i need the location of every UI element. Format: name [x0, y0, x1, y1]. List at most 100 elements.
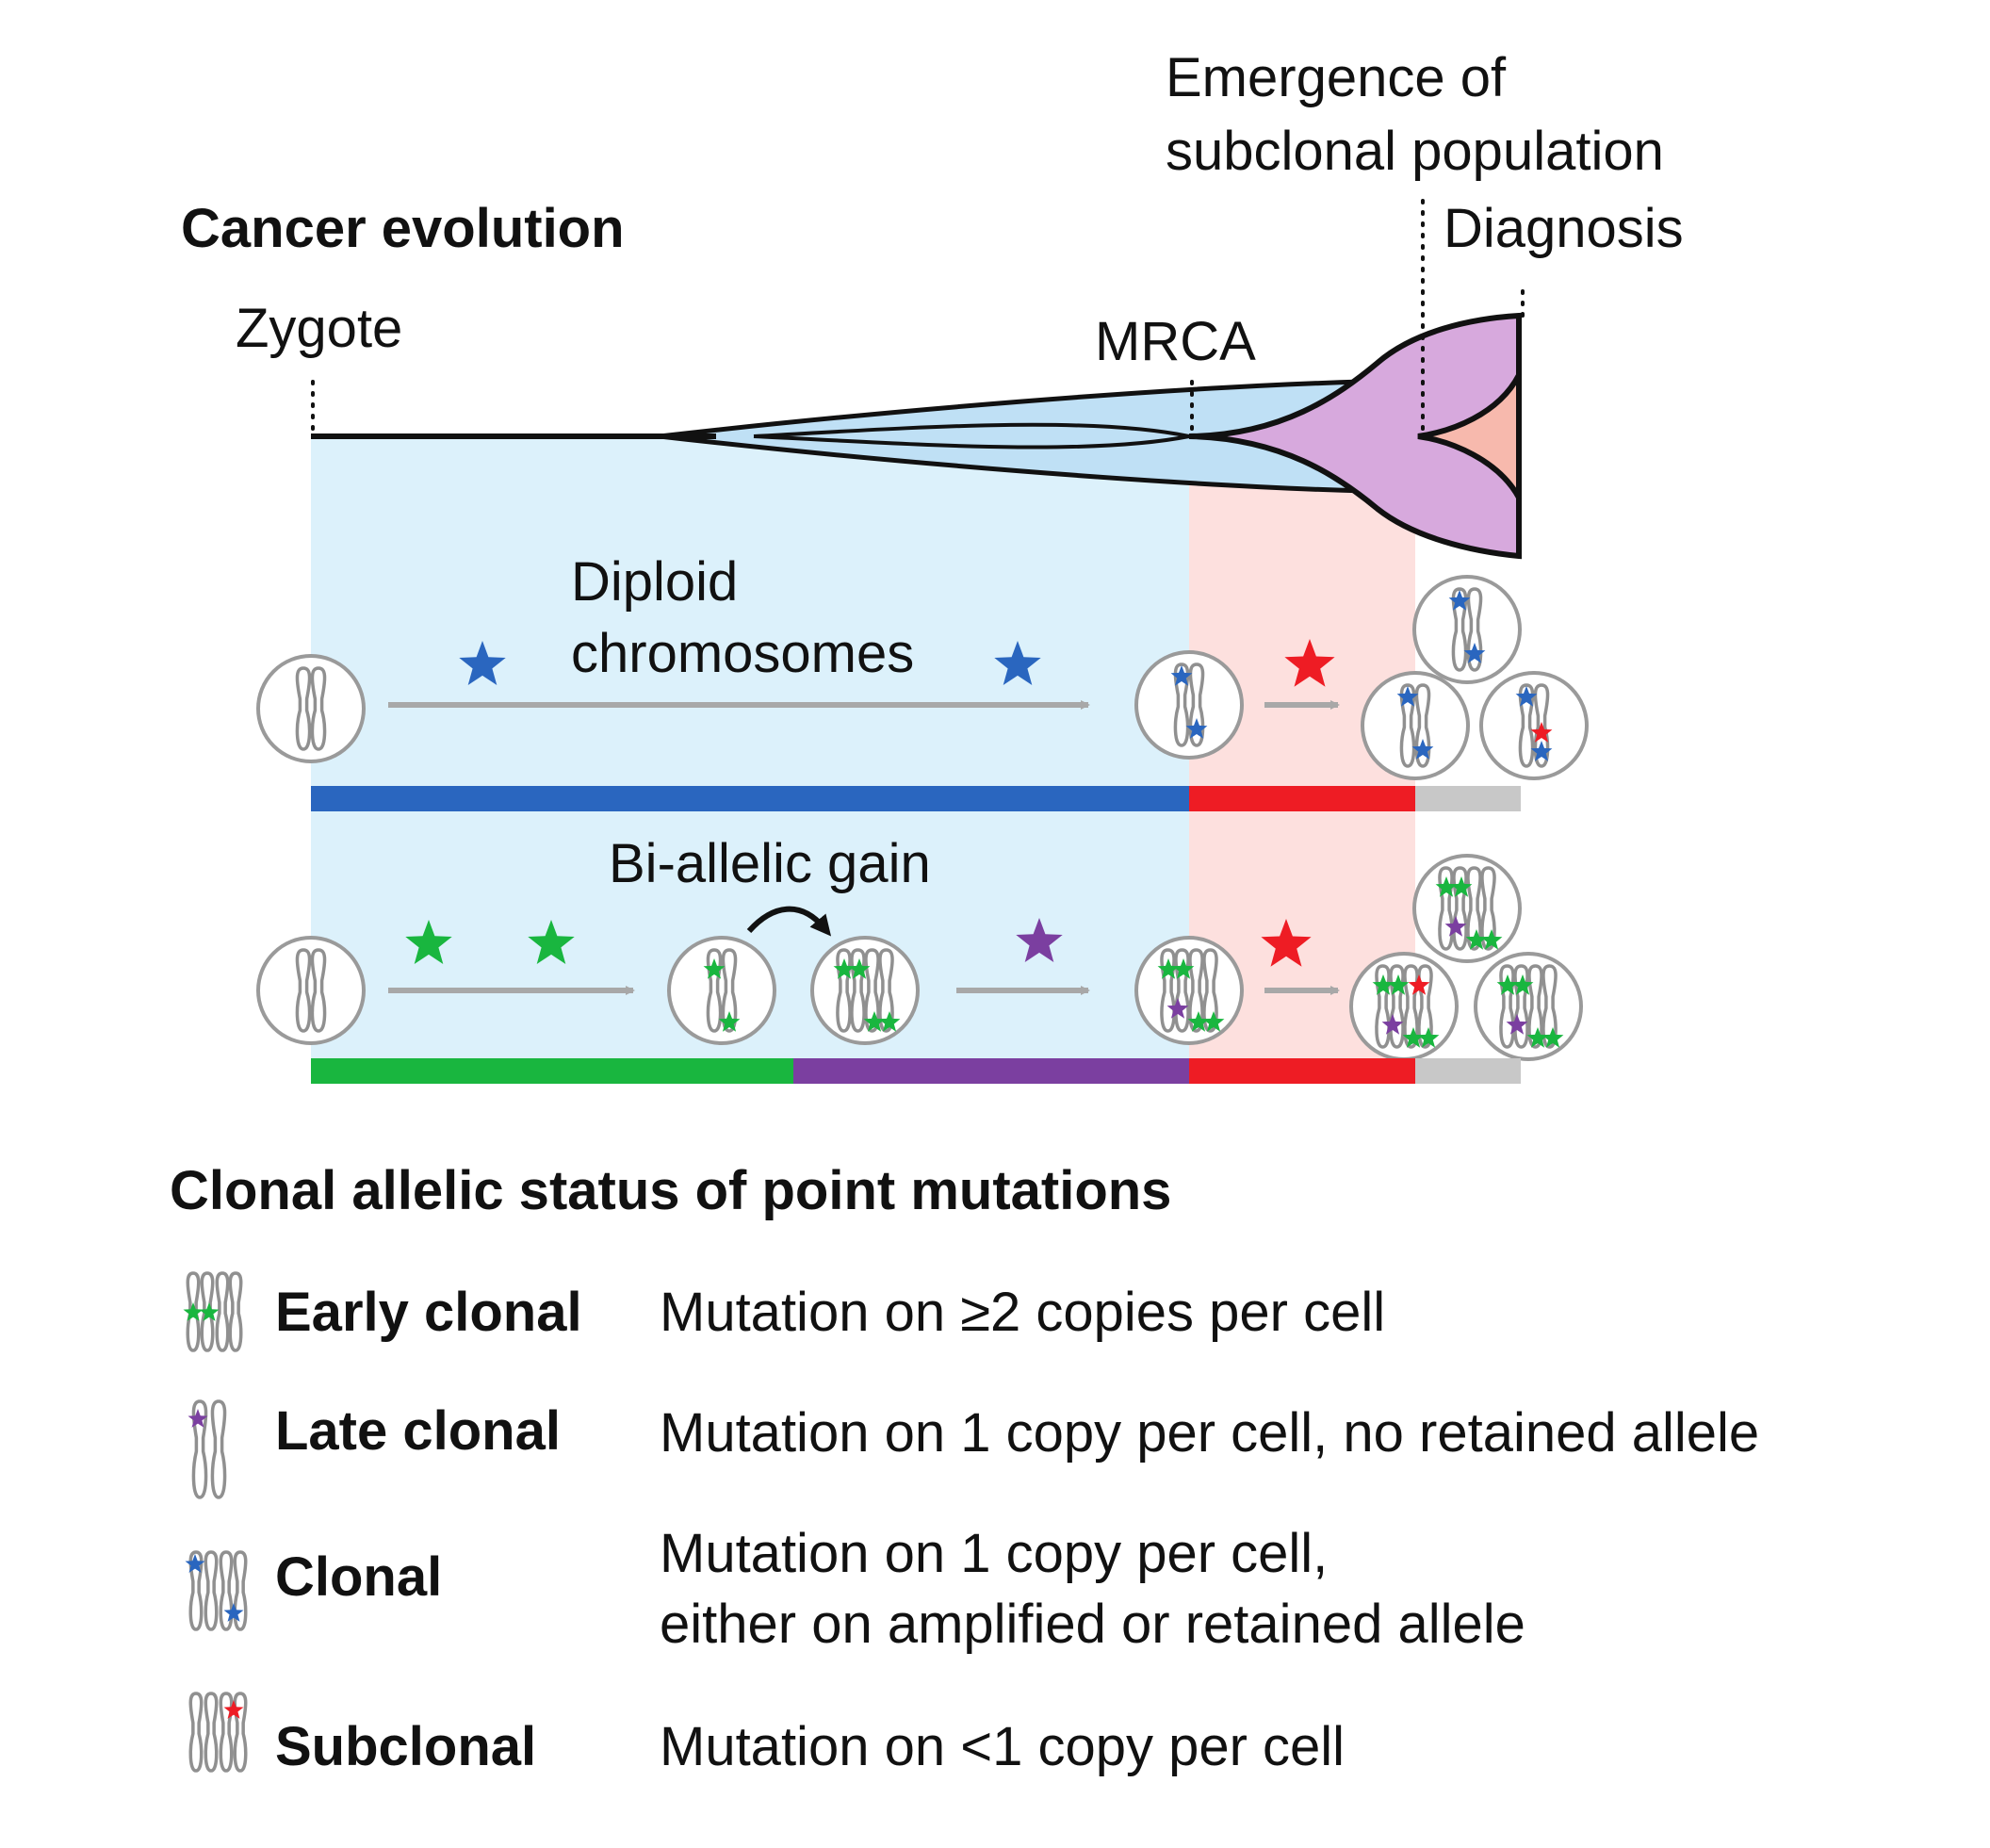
cell-membrane	[256, 936, 366, 1045]
chromosome	[204, 1692, 219, 1773]
legend-item-desc: Mutation on <1 copy per cell	[660, 1716, 1345, 1777]
cell-membrane	[1474, 952, 1583, 1061]
legend-item-desc: Mutation on ≥2 copies per cell	[660, 1282, 1385, 1343]
mutation-star	[718, 1011, 741, 1032]
zygote-label: Zygote	[236, 298, 402, 359]
mutation-star	[1187, 1011, 1210, 1032]
mutation-star	[1511, 974, 1534, 995]
chromosome-pair-two-mutations-icon	[183, 1271, 243, 1352]
chromosome	[310, 666, 327, 751]
mutation-star	[1411, 739, 1434, 760]
emergence-label: subclonal population	[1166, 121, 1664, 182]
diagram-title: Cancer evolution	[181, 198, 625, 259]
chromosome	[295, 666, 312, 751]
late-clonal-mutation-star	[1016, 918, 1063, 962]
duplication-arrow	[746, 906, 832, 937]
subclonal-mutation-star	[1261, 919, 1312, 967]
chromosome	[1513, 964, 1529, 1049]
late-clonal-mutation-star	[1016, 918, 1063, 962]
mutation-star	[1480, 929, 1503, 950]
early-clonal-bar	[311, 1058, 793, 1084]
mutation-star	[1448, 590, 1471, 611]
mutation-star	[878, 1011, 901, 1032]
early-clonal-mutation-star	[528, 920, 575, 964]
subclonal-bar	[1189, 786, 1415, 811]
cell-membrane	[256, 654, 366, 763]
legend: Clonal allelic status of point mutations…	[170, 1160, 1759, 1777]
chromosome	[1399, 683, 1416, 768]
cell	[1479, 671, 1589, 780]
early-clonal-mutation-star	[199, 1302, 220, 1321]
cell-membrane	[1134, 936, 1244, 1045]
mutation-star	[833, 958, 856, 979]
cell	[256, 654, 366, 763]
chromosome-single-mutation-icon	[188, 1399, 227, 1499]
chromosome	[204, 1550, 219, 1631]
chromosome	[210, 1399, 227, 1499]
mutation-star	[1372, 974, 1395, 995]
chromosome	[215, 1271, 230, 1352]
mutation-star	[1530, 741, 1553, 761]
mutation-star	[848, 958, 871, 979]
cell-membrane	[1134, 650, 1244, 760]
chromosome	[850, 948, 866, 1033]
chromosome	[1188, 662, 1205, 747]
chromosome	[1389, 964, 1405, 1049]
mutation-star	[1408, 974, 1430, 995]
mutation-star	[1435, 876, 1458, 897]
subclonal-bar	[1189, 1058, 1415, 1084]
legend-item-name: Subclonal	[275, 1716, 536, 1777]
mutation-star	[1530, 722, 1553, 743]
cell-membrane	[1361, 671, 1470, 780]
mutation-star	[1166, 998, 1189, 1019]
chromosome-pair-subclonal-icon	[188, 1692, 248, 1773]
cell	[256, 936, 366, 1045]
legend-title: Clonal allelic status of point mutations	[170, 1160, 1171, 1221]
chromosome	[1174, 948, 1190, 1033]
cell-membrane	[1412, 575, 1522, 684]
cell-membrane	[1412, 854, 1522, 963]
chromosome	[1480, 866, 1496, 951]
mutation-star	[1202, 1011, 1225, 1032]
clonal-mutation-star	[459, 641, 506, 685]
clonal-mutation-star	[185, 1554, 205, 1573]
cell	[1349, 952, 1459, 1061]
mutation-star	[1463, 643, 1486, 663]
diploid-label: chromosomes	[571, 623, 914, 684]
cell	[1474, 952, 1583, 1061]
diploid-label: Diploid	[571, 551, 738, 613]
chromosome	[1173, 662, 1190, 747]
clonal-bar	[311, 786, 1189, 811]
clonal-expansion-shape	[1188, 312, 1522, 560]
clonal-mutation-star	[459, 641, 506, 685]
mutation-star	[1157, 958, 1180, 979]
mutation-star	[1396, 686, 1419, 707]
early-clonal-mutation-star	[183, 1302, 204, 1321]
chromosome	[1451, 587, 1468, 672]
evolution-tree	[311, 196, 1525, 560]
mutation-star	[1172, 958, 1195, 979]
mutation-star	[1506, 1014, 1528, 1035]
early-clonal-mutation-star	[405, 920, 452, 964]
legend-item-name: Early clonal	[275, 1282, 582, 1343]
cell-membrane	[1349, 952, 1459, 1061]
cell	[810, 936, 920, 1045]
mutation-star	[1496, 974, 1519, 995]
lineage-line	[753, 422, 1190, 438]
chromosome	[219, 1692, 234, 1773]
legend-item-desc: Mutation on 1 copy per cell,	[660, 1523, 1328, 1584]
mutation-star	[1417, 1027, 1440, 1048]
subclonal-mutation-star	[1261, 919, 1312, 967]
mutation-star	[1170, 665, 1193, 686]
cell	[1361, 671, 1470, 780]
lineage-line	[753, 434, 1190, 450]
mutation-star	[1515, 686, 1538, 707]
late-clonal-mutation-star	[188, 1409, 208, 1428]
mutation-star	[1444, 916, 1467, 937]
chromosome	[1466, 587, 1483, 672]
clonal-mutation-star	[223, 1603, 244, 1622]
chromosome	[1541, 964, 1558, 1049]
chromosome	[228, 1271, 243, 1352]
mutation-star	[1402, 1027, 1425, 1048]
